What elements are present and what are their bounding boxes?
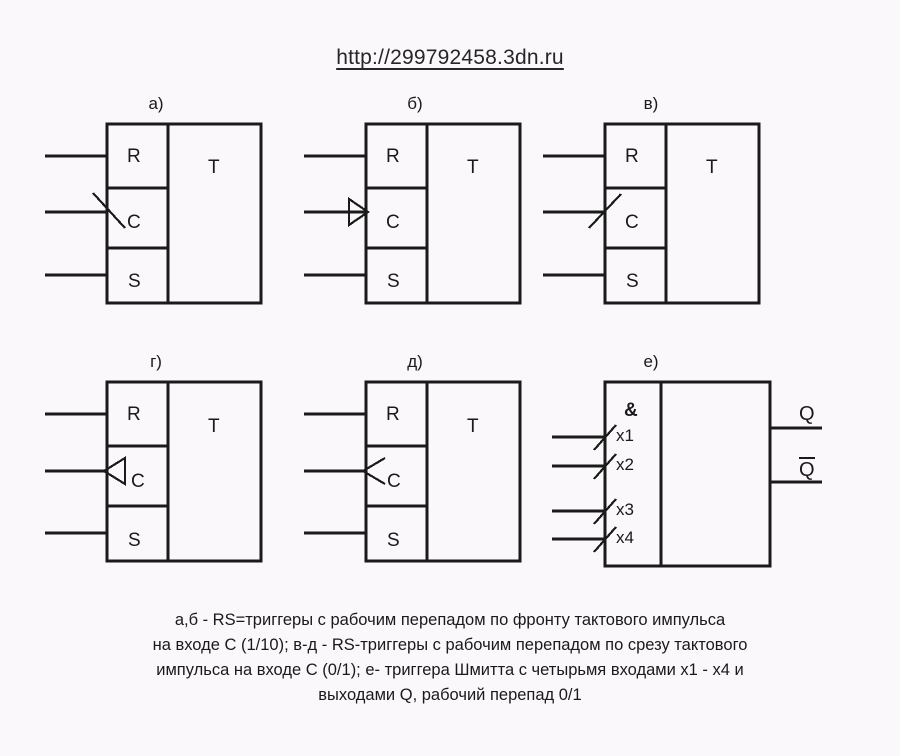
figure-e-input-markers xyxy=(593,424,617,553)
caption-line-2: на входе C (1/10); в-д - RS-триггеры с р… xyxy=(152,636,748,654)
figure-d-symbol xyxy=(304,380,522,563)
figure-label-b: б) xyxy=(407,94,423,113)
figure-b-pin-s: S xyxy=(387,271,400,292)
figure-e-pin-x3: x3 xyxy=(616,500,634,519)
figure-a-pin-s: S xyxy=(128,271,141,292)
figure-e-output-q-inverted-label: Q xyxy=(799,457,815,481)
figure-v-clock-marker xyxy=(588,193,622,229)
figure-caption: а,б - RS=триггеры с рабочим перепадом по… xyxy=(60,608,840,708)
figure-g-body-label: T xyxy=(208,416,220,437)
figure-b-pin-r: R xyxy=(386,146,400,167)
figure-b-clock-marker xyxy=(347,196,370,228)
figure-e-function-symbol: & xyxy=(624,400,638,421)
figure-v-symbol xyxy=(543,122,761,305)
figure-g-pin-r: R xyxy=(127,404,141,425)
figure-a-symbol xyxy=(45,122,263,305)
figure-e-output-q-inverted: Q xyxy=(799,457,815,480)
figure-g-clock-marker xyxy=(101,456,127,486)
figure-a-pin-r: R xyxy=(127,146,141,167)
figure-b-symbol xyxy=(304,122,522,305)
figure-g-pin-c: C xyxy=(131,471,145,492)
figure-e-symbol xyxy=(552,380,822,568)
figure-e-pin-x1: x1 xyxy=(616,426,634,445)
figure-b-pin-c: C xyxy=(386,212,400,233)
figure-v-pin-c: C xyxy=(625,212,639,233)
figure-a-pin-c: C xyxy=(127,212,141,233)
figure-label-g: г) xyxy=(150,352,162,371)
figure-d-clock-marker xyxy=(360,457,386,485)
figure-a-body-label: T xyxy=(208,157,220,178)
figure-e-pin-x2: x2 xyxy=(616,455,634,474)
figure-d-body-label: T xyxy=(467,416,479,437)
figure-d-pin-r: R xyxy=(386,404,400,425)
source-url-link[interactable]: http://299792458.3dn.ru xyxy=(336,46,564,69)
figure-g-symbol xyxy=(45,380,263,563)
figure-b-body-label: T xyxy=(467,157,479,178)
caption-line-1: а,б - RS=триггеры с рабочим перепадом по… xyxy=(174,611,726,629)
figure-d-pin-c: C xyxy=(387,471,401,492)
figure-label-v: в) xyxy=(643,94,659,113)
figure-g-pin-s: S xyxy=(128,530,141,551)
caption-line-4: выходами Q, рабочий перепад 0/1 xyxy=(318,686,582,704)
figure-a-clock-marker xyxy=(92,192,126,229)
figure-v-body-label: T xyxy=(706,157,718,178)
caption-line-3: импульса на входе C (0/1); е- триггера Ш… xyxy=(156,661,744,679)
figure-label-e: е) xyxy=(643,352,659,371)
figure-e-pin-x4: x4 xyxy=(616,528,634,547)
figure-label-d: д) xyxy=(407,352,423,371)
figure-d-pin-s: S xyxy=(387,530,400,551)
figure-v-pin-r: R xyxy=(625,146,639,167)
figure-e-output-q: Q xyxy=(799,403,815,425)
figure-v-pin-s: S xyxy=(626,271,639,292)
figure-label-a: a) xyxy=(148,94,164,113)
